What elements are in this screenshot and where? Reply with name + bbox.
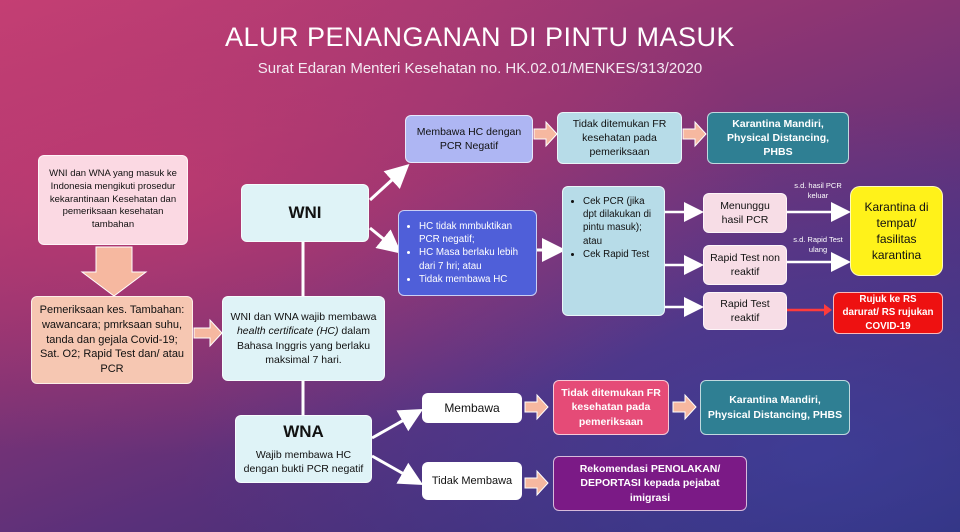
note-pcr: s.d. hasil PCR keluar xyxy=(794,181,842,200)
penolakan-box: Rekomendasi PENOLAKAN/ DEPORTASI kepada … xyxy=(553,456,747,511)
page-title: ALUR PENANGANAN DI PINTU MASUK xyxy=(224,22,736,52)
wna-label: WNA xyxy=(283,422,324,442)
wni-hc-neg-box: Membawa HC dengan PCR Negatif xyxy=(405,115,533,163)
list-item: Tidak membawa HC xyxy=(419,273,530,286)
wni-no-fr-box: Tidak ditemukan FR kesehatan pada pemeri… xyxy=(557,112,682,164)
entry-box: WNI dan WNA yang masuk ke Indonesia meng… xyxy=(38,155,188,245)
checks-box: Cek PCR (jika dpt dilakukan di pintu mas… xyxy=(562,186,665,316)
wna-karantina-box: Karantina Mandiri, Physical Distancing, … xyxy=(700,380,850,435)
entry-text: WNI dan WNA yang masuk ke Indonesia meng… xyxy=(49,167,177,231)
arrow-nofr-karantina-wna xyxy=(672,393,697,421)
wna-membawa-box: Membawa xyxy=(422,393,522,423)
wait-pcr-text: Menunggu hasil PCR xyxy=(720,199,770,226)
arrow-wni-issues xyxy=(369,226,402,254)
rapid-reaktif-text: Rapid Test reaktif xyxy=(720,297,770,324)
rujuk-box: Rujuk ke RS darurat/ RS rujukan COVID-19 xyxy=(833,292,943,334)
karantina-fasilitas-box: Karantina di tempat/ fasilitas karantina xyxy=(850,186,943,276)
rapid-nonreaktif-text: Rapid Test non reaktif xyxy=(710,251,780,278)
wni-hc-neg-text: Membawa HC dengan PCR Negatif xyxy=(416,125,522,152)
wait-pcr-box: Menunggu hasil PCR xyxy=(703,193,787,233)
wni-label: WNI xyxy=(288,202,322,222)
wna-tidak-box: Tidak Membawa xyxy=(422,462,522,500)
wna-desc: Wajib membawa HC dengan bukti PCR negati… xyxy=(243,449,364,476)
karantina-fasilitas-text: Karantina di tempat/ fasilitas karantina xyxy=(864,199,929,263)
checks-list: Cek PCR (jika dpt dilakukan di pintu mas… xyxy=(569,195,658,261)
exam-text: Pemeriksaan kes. Tambahan: wawancara; pm… xyxy=(39,303,185,376)
penolakan-text: Rekomendasi PENOLAKAN/ DEPORTASI kepada … xyxy=(579,463,721,504)
wna-tidak-text: Tidak Membawa xyxy=(431,474,513,487)
arrow-entry-exam xyxy=(80,246,148,297)
list-item: HC Masa berlaku lebih dari 7 hri; atau xyxy=(419,246,530,272)
wni-karantina-box: Karantina Mandiri, Physical Distancing, … xyxy=(707,112,849,164)
wna-no-fr-box: Tidak ditemukan FR kesehatan pada pemeri… xyxy=(553,380,669,435)
arrow-hcneg-nofr xyxy=(533,120,558,148)
list-item: HC tidak mmbuktikan PCR negatif; xyxy=(419,220,530,246)
note-rapid: s.d. Rapid Test ulang xyxy=(793,235,843,254)
rujuk-text: Rujuk ke RS darurat/ RS rujukan COVID-19 xyxy=(842,294,934,332)
list-item: Cek Rapid Test xyxy=(583,248,658,261)
wni-hc-issues-list: HC tidak mmbuktikan PCR negatif; HC Masa… xyxy=(405,220,530,286)
wna-membawa-text: Membawa xyxy=(444,400,500,415)
arrow-exam-hc xyxy=(193,318,223,348)
hc-required-box: WNI dan WNA wajib membawa health certifi… xyxy=(222,296,385,381)
wni-box: WNI xyxy=(241,184,369,242)
page-subtitle: Surat Edaran Menteri Kesehatan no. HK.02… xyxy=(257,60,703,77)
wni-hc-issues-box: HC tidak mmbuktikan PCR negatif; HC Masa… xyxy=(398,210,537,296)
wna-no-fr-text: Tidak ditemukan FR kesehatan pada pemeri… xyxy=(561,387,661,428)
exam-box: Pemeriksaan kes. Tambahan: wawancara; pm… xyxy=(31,296,193,384)
rapid-reaktif-box: Rapid Test reaktif xyxy=(703,292,787,330)
wna-karantina-text: Karantina Mandiri, Physical Distancing, … xyxy=(707,394,843,421)
arrow-nofr-karantina xyxy=(682,120,707,148)
arrow-tidak-penolakan xyxy=(524,469,549,497)
wni-no-fr-text: Tidak ditemukan FR kesehatan pada pemeri… xyxy=(572,117,667,159)
arrow-wni-hcneg xyxy=(368,163,410,202)
arrow-membawa-nofr xyxy=(524,393,549,421)
hc-required-text: WNI dan WNA wajib membawa health certifi… xyxy=(230,311,377,366)
arrow-wna-tidak xyxy=(371,454,424,485)
wni-karantina-text: Karantina Mandiri, Physical Distancing, … xyxy=(726,117,830,159)
rapid-nonreaktif-box: Rapid Test non reaktif xyxy=(703,245,787,285)
arrow-wna-membawa xyxy=(371,409,424,440)
list-item: Cek PCR (jika dpt dilakukan di pintu mas… xyxy=(583,195,658,248)
wna-box: WNA Wajib membawa HC dengan bukti PCR ne… xyxy=(235,415,372,483)
